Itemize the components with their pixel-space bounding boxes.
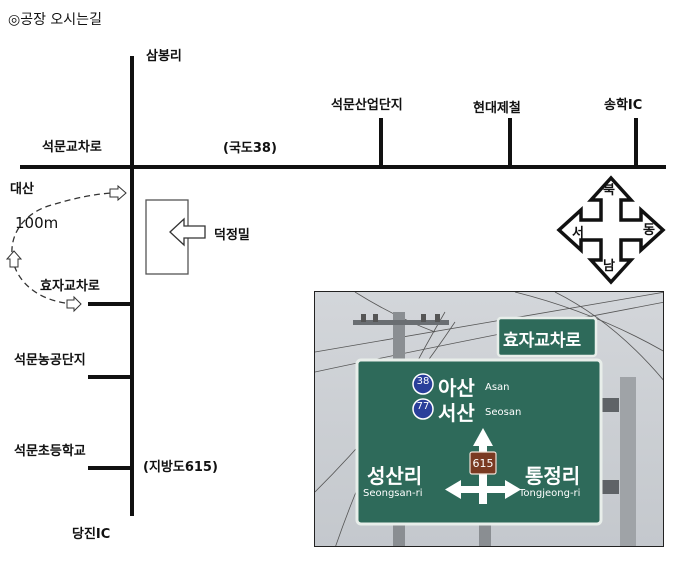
route-arrow-right-top-icon [109, 184, 127, 202]
insulators [361, 314, 440, 322]
label-hyoja-interchange: 효자교차로 [40, 279, 100, 294]
compass-east: 동 [643, 223, 655, 238]
asan-english: Asan [485, 382, 510, 393]
route-38-shield [412, 373, 434, 395]
dashed-route [11, 192, 113, 305]
label-dangjin-ic: 당진IC [72, 527, 111, 542]
label-seokmun-industrial: 석문산업단지 [331, 98, 403, 113]
top-sign-board [496, 316, 598, 358]
label-songak-ic: 송학IC [604, 98, 643, 113]
page-title: ◎공장 오시는길 [8, 12, 102, 28]
top-sign-text: 효자교차로 [503, 331, 582, 351]
sign-post-right [620, 377, 636, 546]
pole-crossbar [353, 320, 449, 325]
label-sambongri: 삼봉리 [146, 49, 182, 64]
seongsanri-korean: 성산리 [367, 464, 423, 488]
route-38-number: 38 [416, 376, 430, 387]
factory-pointer-arrow-icon [169, 217, 206, 247]
asan-korean: 아산 [438, 376, 475, 400]
seosan-english: Seosan [485, 407, 522, 418]
label-hyundai-steel: 현대제철 [473, 101, 521, 116]
compass-south: 남 [603, 259, 615, 274]
compass-rose [556, 175, 666, 285]
label-distance: 100m [15, 214, 59, 232]
road-sign-photo: 효자교차로 38 77 아산 Asan 서산 Seosan 615 성산리 Se… [314, 291, 664, 547]
seosan-korean: 서산 [438, 401, 475, 425]
label-seokmun-agri-industrial: 석문농공단지 [14, 353, 86, 368]
label-seokmun-interchange: 석문교차로 [42, 140, 102, 155]
label-daesan: 대산 [10, 182, 34, 197]
route-arrow-right-bottom-icon [66, 295, 82, 313]
seongsanri-english: Seongsan-ri [363, 488, 423, 499]
tongjeongri-korean: 통정리 [525, 464, 581, 488]
sign-post-center [479, 520, 491, 546]
route-77-number: 77 [416, 401, 430, 412]
label-local-road: (지방도615) [143, 460, 218, 475]
label-national-road: (국도38) [223, 141, 277, 156]
compass-west: 서 [572, 226, 584, 241]
tongjeongri-english: Tongjeong-ri [519, 488, 581, 499]
route-615-shield [469, 451, 497, 475]
label-deokjeongmil: 덕정밀 [214, 228, 250, 243]
compass-north: 북 [603, 183, 615, 198]
route-615-number: 615 [472, 457, 494, 470]
route-arrow-up-icon [5, 250, 23, 268]
route-77-shield [412, 398, 434, 420]
road-sign-scene [315, 292, 663, 546]
label-seokmun-elementary: 석문초등학교 [14, 444, 86, 459]
